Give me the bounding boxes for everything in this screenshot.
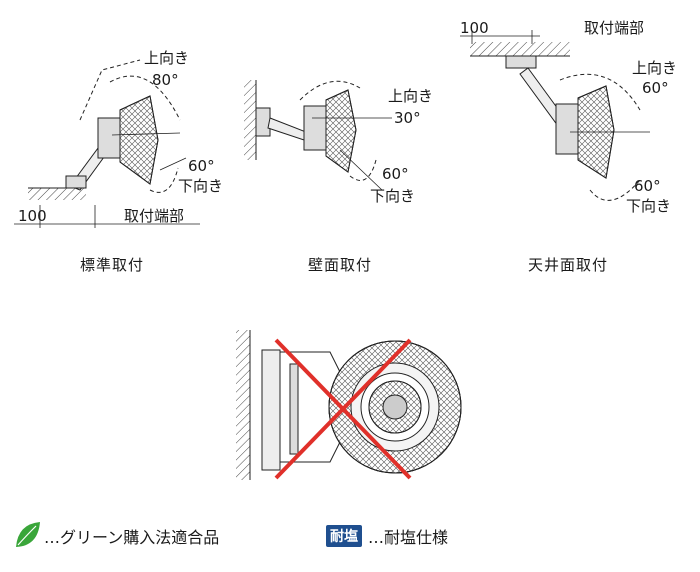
wall-caption: 壁面取付 bbox=[308, 256, 373, 274]
wall-down-label: 下向き bbox=[370, 187, 416, 205]
standard-up-angle: 80° bbox=[152, 71, 179, 89]
ceiling-up-angle: 60° bbox=[642, 79, 669, 97]
green-legend-text: …グリーン購入法適合品 bbox=[44, 528, 220, 547]
ceiling-mount-drawing bbox=[460, 30, 650, 201]
salt-legend: 耐塩 …耐塩仕様 bbox=[326, 524, 448, 548]
prohibited-x-mark bbox=[274, 338, 412, 480]
salt-legend-text: …耐塩仕様 bbox=[368, 528, 449, 547]
wall-up-angle: 30° bbox=[394, 109, 421, 127]
standard-mount-label: 取付端部 bbox=[124, 207, 185, 225]
ceiling-dimension: 100 bbox=[460, 19, 489, 37]
standard-up-label: 上向き bbox=[144, 49, 190, 67]
standard-down-angle: 60° bbox=[188, 157, 215, 175]
ceiling-up-label: 上向き bbox=[632, 59, 678, 77]
wall-up-label: 上向き bbox=[388, 87, 434, 105]
prohibited-mount-drawing bbox=[236, 330, 462, 480]
wall-down-angle: 60° bbox=[382, 165, 409, 183]
wall-mount-drawing bbox=[244, 80, 392, 191]
ceiling-caption: 天井面取付 bbox=[528, 256, 609, 274]
green-legend: …グリーン購入法適合品 bbox=[44, 524, 219, 548]
ceiling-down-angle: 60° bbox=[634, 177, 661, 195]
standard-down-label: 下向き bbox=[178, 177, 224, 195]
green-leaf-icon bbox=[16, 522, 40, 547]
standard-caption: 標準取付 bbox=[80, 256, 145, 274]
standard-dimension: 100 bbox=[18, 207, 47, 225]
standard-mount-drawing bbox=[14, 59, 200, 228]
ceiling-down-label: 下向き bbox=[626, 197, 672, 215]
salt-badge: 耐塩 bbox=[326, 525, 362, 547]
ceiling-mount-label: 取付端部 bbox=[584, 19, 645, 37]
